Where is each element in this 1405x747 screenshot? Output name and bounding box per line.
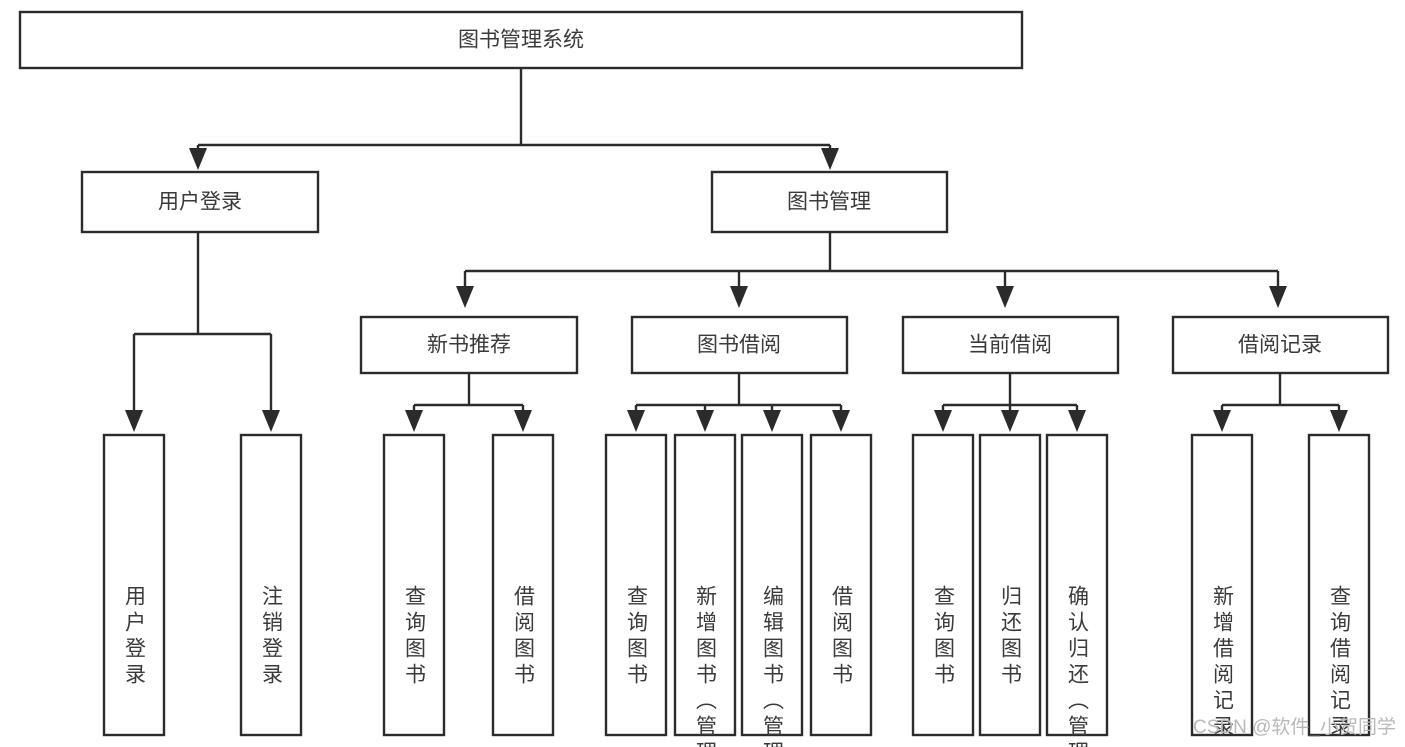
node-book-manage-box[interactable] bbox=[710, 170, 949, 234]
node-new-book-rec[interactable]: 新书推荐 bbox=[359, 315, 579, 375]
arrow-to-leaf-query-book-1 bbox=[405, 410, 423, 432]
node-leaf-user-login-label: 用户登录 bbox=[123, 585, 147, 689]
connector-group-new-book-rec bbox=[405, 373, 532, 432]
node-leaf-query-book-2-label: 查询图书 bbox=[625, 585, 649, 689]
node-leaf-return-book-box[interactable] bbox=[978, 433, 1042, 737]
node-book-borrow-box[interactable] bbox=[630, 315, 849, 375]
node-leaf-return-book-label: 归还图书 bbox=[999, 585, 1023, 689]
arrow-to-current-borrow bbox=[996, 286, 1014, 308]
node-leaf-query-book-2[interactable]: 查询图书 bbox=[604, 433, 668, 737]
node-book-borrow-label: 图书借阅 bbox=[697, 334, 781, 357]
arrow-to-book-manage bbox=[821, 148, 839, 170]
arrow-to-leaf-borrow-book-2 bbox=[832, 410, 850, 432]
node-leaf-edit-book[interactable]: 编辑图书（管理员） bbox=[740, 433, 804, 747]
arrow-to-book-borrow bbox=[730, 286, 748, 308]
arrow-to-new-book-rec bbox=[456, 286, 474, 308]
node-leaf-edit-book-label: 编辑图书（管理员） bbox=[761, 585, 785, 747]
arrow-to-leaf-query-book-2 bbox=[627, 410, 645, 432]
arrow-to-leaf-add-book bbox=[696, 410, 714, 432]
connector-group-book-manage bbox=[456, 232, 1287, 308]
node-leaf-confirm-return-box[interactable] bbox=[1045, 433, 1109, 737]
node-user-login[interactable]: 用户登录 bbox=[80, 170, 320, 234]
arrow-to-leaf-edit-book bbox=[763, 410, 781, 432]
node-leaf-add-record[interactable]: 新增借阅记录 bbox=[1190, 433, 1254, 741]
node-leaf-add-book-label: 新增图书（管理员） bbox=[694, 585, 718, 747]
node-leaf-edit-book-box[interactable] bbox=[740, 433, 804, 737]
node-leaf-add-book[interactable]: 新增图书（管理员） bbox=[673, 433, 737, 747]
node-leaf-borrow-book-1-box[interactable] bbox=[491, 433, 555, 737]
node-leaf-confirm-return[interactable]: 确认归还（管理员） bbox=[1045, 433, 1109, 747]
node-leaf-borrow-book-2[interactable]: 借阅图书 bbox=[809, 433, 873, 737]
node-leaf-user-login-box[interactable] bbox=[102, 433, 166, 737]
arrow-to-leaf-query-book-3 bbox=[934, 410, 952, 432]
connector-group-root bbox=[189, 68, 839, 170]
node-leaf-query-book-3[interactable]: 查询图书 bbox=[911, 433, 975, 737]
node-leaf-user-logout-label: 注销登录 bbox=[260, 585, 284, 689]
node-leaf-query-book-3-box[interactable] bbox=[911, 433, 975, 737]
arrow-to-user-login bbox=[189, 148, 207, 170]
node-current-borrow[interactable]: 当前借阅 bbox=[901, 315, 1120, 375]
node-borrow-record-box[interactable] bbox=[1171, 315, 1390, 375]
node-book-manage[interactable]: 图书管理 bbox=[710, 170, 949, 234]
node-leaf-add-book-box[interactable] bbox=[673, 433, 737, 737]
node-current-borrow-box[interactable] bbox=[901, 315, 1120, 375]
arrow-to-borrow-record bbox=[1269, 286, 1287, 308]
node-new-book-rec-box[interactable] bbox=[359, 315, 579, 375]
node-leaf-query-book-3-label: 查询图书 bbox=[932, 585, 956, 689]
connector-group-book-borrow bbox=[627, 373, 850, 432]
node-user-login-box[interactable] bbox=[80, 170, 320, 234]
node-root[interactable]: 图书管理系统 bbox=[18, 10, 1024, 70]
node-leaf-query-book-2-box[interactable] bbox=[604, 433, 668, 737]
connector-group-borrow-record bbox=[1213, 373, 1348, 432]
connector-group-current-borrow bbox=[934, 373, 1086, 432]
arrow-to-leaf-user-login bbox=[125, 410, 143, 432]
node-leaf-user-logout-box[interactable] bbox=[239, 433, 303, 737]
node-leaf-query-record[interactable]: 查询借阅记录 bbox=[1307, 433, 1371, 741]
connector-group-user-login bbox=[125, 232, 280, 432]
node-leaf-query-book-1-box[interactable] bbox=[382, 433, 446, 737]
node-leaf-add-record-box[interactable] bbox=[1190, 433, 1254, 737]
node-leaf-user-login[interactable]: 用户登录 bbox=[102, 433, 166, 737]
node-root-box[interactable] bbox=[18, 10, 1024, 70]
node-book-manage-label: 图书管理 bbox=[787, 191, 871, 214]
node-book-borrow[interactable]: 图书借阅 bbox=[630, 315, 849, 375]
arrow-to-leaf-user-logout bbox=[262, 410, 280, 432]
arrow-to-leaf-return-book bbox=[1001, 410, 1019, 432]
csdn-watermark: CSDN @软件_小贺同学 bbox=[1193, 716, 1396, 738]
node-leaf-borrow-book-1[interactable]: 借阅图书 bbox=[491, 433, 555, 737]
node-leaf-query-book-1[interactable]: 查询图书 bbox=[382, 433, 446, 737]
arrow-to-leaf-query-record bbox=[1330, 410, 1348, 432]
arrow-to-leaf-borrow-book-1 bbox=[514, 410, 532, 432]
node-current-borrow-label: 当前借阅 bbox=[968, 334, 1052, 357]
node-leaf-confirm-return-label: 确认归还（管理员） bbox=[1066, 585, 1090, 747]
node-leaf-borrow-book-1-label: 借阅图书 bbox=[512, 585, 536, 689]
node-leaf-borrow-book-2-box[interactable] bbox=[809, 433, 873, 737]
node-new-book-rec-label: 新书推荐 bbox=[427, 334, 511, 357]
node-root-label: 图书管理系统 bbox=[458, 29, 584, 52]
node-leaf-return-book[interactable]: 归还图书 bbox=[978, 433, 1042, 737]
arrow-to-leaf-add-record bbox=[1213, 410, 1231, 432]
node-leaf-query-record-box[interactable] bbox=[1307, 433, 1371, 737]
node-leaf-borrow-book-2-label: 借阅图书 bbox=[830, 585, 854, 689]
node-leaf-user-logout[interactable]: 注销登录 bbox=[239, 433, 303, 737]
arrow-to-leaf-confirm-return bbox=[1068, 410, 1086, 432]
node-leaf-query-book-1-label: 查询图书 bbox=[403, 585, 427, 689]
node-user-login-label: 用户登录 bbox=[158, 191, 242, 214]
node-borrow-record-label: 借阅记录 bbox=[1238, 334, 1322, 357]
node-leaf-add-record-label: 新增借阅记录 bbox=[1211, 585, 1235, 741]
node-leaf-query-record-label: 查询借阅记录 bbox=[1328, 585, 1352, 741]
node-borrow-record[interactable]: 借阅记录 bbox=[1171, 315, 1390, 375]
